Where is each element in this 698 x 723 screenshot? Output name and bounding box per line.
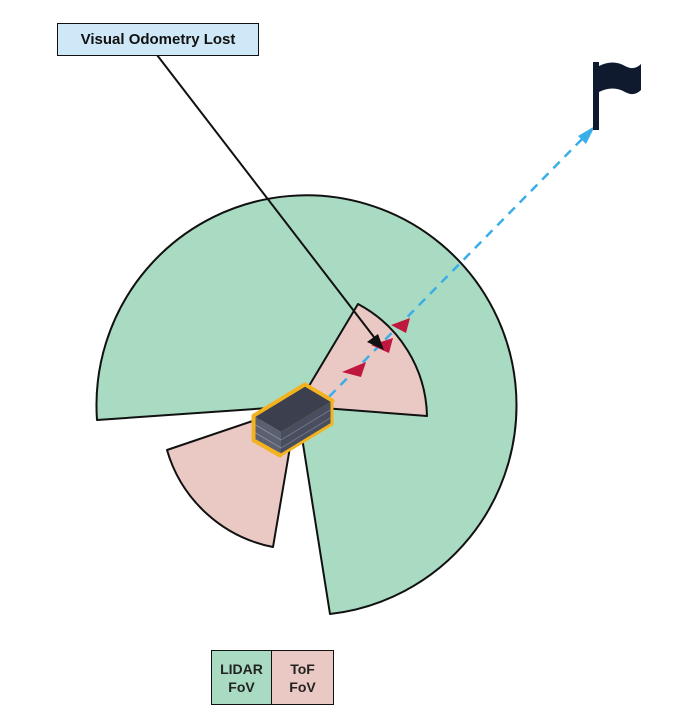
legend-lidar-line1: LIDAR <box>220 660 263 677</box>
callout-pointer-line <box>156 54 378 342</box>
legend-tof-line2: FoV <box>289 678 316 695</box>
flag-icon <box>593 62 641 130</box>
fov-legend: LIDAR FoV ToF FoV <box>211 650 334 705</box>
path-arrowhead <box>578 126 595 144</box>
legend-lidar-line2: FoV <box>228 678 255 695</box>
landmark-marker <box>342 362 366 377</box>
sensor-unit-icon <box>251 382 335 458</box>
visual-odometry-lost-callout: Visual Odometry Lost <box>57 23 259 56</box>
callout-pointer-arrowhead <box>367 334 384 350</box>
legend-tof-fov: ToF FoV <box>272 650 334 705</box>
legend-lidar-fov: LIDAR FoV <box>211 650 272 705</box>
callout-label: Visual Odometry Lost <box>80 31 236 48</box>
tof-fov-sector-front <box>296 303 428 417</box>
landmark-marker <box>391 318 410 333</box>
legend-tof-line1: ToF <box>290 660 315 677</box>
